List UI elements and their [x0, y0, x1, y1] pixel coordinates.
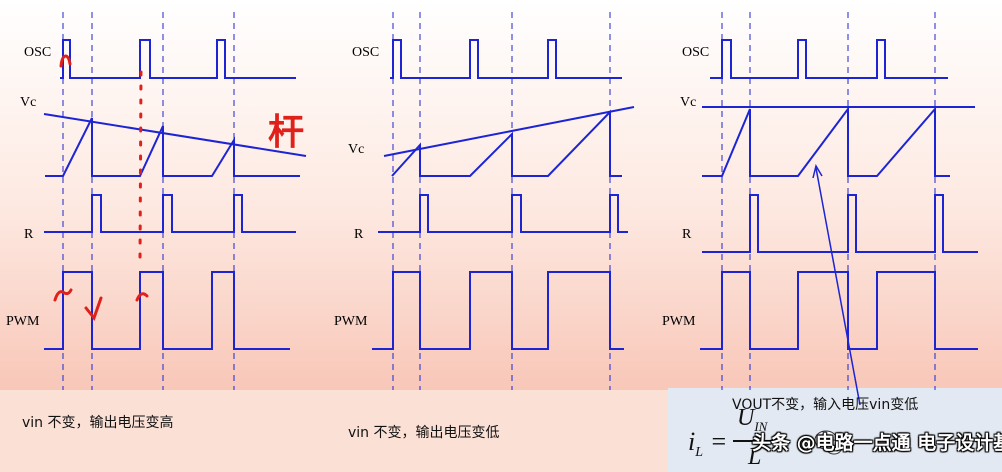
hand-annotations: [53, 54, 149, 322]
wechat-icon: [814, 430, 843, 455]
panel-3-r-trace: [702, 194, 978, 253]
panel-2-r-label: R: [354, 227, 364, 242]
hand-mark-pwm-2: [84, 296, 103, 322]
panel-1-osc-label: OSC: [24, 45, 51, 60]
formula-box: [668, 388, 1002, 472]
panel-1-pwm-trace: [44, 271, 290, 350]
panel-3-r-label: R: [682, 227, 692, 242]
hand-mark-pwm-1: [53, 288, 73, 302]
panel-1-vc-threshold: [43, 113, 307, 157]
panel-3-caption: VOUT不变，输入电压vin变低: [732, 397, 919, 413]
panel-3-pointer-arrow: [815, 167, 861, 406]
panel-2-ramp-trace: [391, 109, 622, 177]
panel-1-pwm-label: PWM: [6, 314, 40, 329]
panel-3-ramp-trace: [702, 105, 950, 177]
panel-2-osc-label: OSC: [352, 45, 379, 60]
panel-3: [700, 12, 978, 406]
formula-equals: =: [711, 427, 727, 456]
handwritten-char: 杆: [268, 112, 304, 153]
panel-1-r-trace: [44, 194, 296, 233]
panel-2-pwm-trace: [372, 271, 624, 350]
panel-3-pwm-trace: [700, 271, 978, 350]
formula-numerator: U: [737, 405, 755, 431]
panel-2-osc-trace: [390, 39, 622, 79]
formula-lhs: i: [688, 427, 696, 456]
panel-1-vc-label: Vc: [20, 95, 36, 110]
formula-fraction-bar: [733, 440, 773, 442]
panel-3-osc-label: OSC: [682, 45, 709, 60]
formula-denominator: L: [748, 444, 762, 470]
panel-2-vc-threshold: [383, 106, 635, 157]
hand-mark-osc: [59, 54, 72, 68]
panel-1-ramp-trace: [45, 117, 300, 177]
panel-2-caption: vin 不变，输出电压变低: [348, 425, 500, 441]
hand-mark-pwm-3: [135, 292, 149, 302]
panel-1-osc-trace: [60, 39, 296, 79]
panel-3-osc-trace: [710, 39, 948, 79]
panel-2-pwm-label: PWM: [334, 314, 368, 329]
formula-numerator-sub: IN: [754, 418, 768, 434]
panel-1-r-label: R: [24, 227, 34, 242]
panel-1-caption: vin 不变，输出电压变高: [22, 415, 174, 431]
panel-1: [43, 12, 307, 390]
panel-2-r-trace: [378, 194, 628, 233]
watermark: 头条 @电路一点通 电子设计基础: [752, 432, 1002, 454]
hand-dotted-trace: [138, 70, 143, 264]
panel-2: [372, 12, 635, 390]
panel-3-pwm-label: PWM: [662, 314, 696, 329]
panel-3-pointer-arrowhead: [812, 164, 823, 179]
formula-lhs-sub: L: [695, 445, 704, 461]
caption-band: [0, 390, 668, 472]
panel-2-vc-label: Vc: [348, 142, 364, 157]
panel-3-vc-label: Vc: [680, 95, 696, 110]
